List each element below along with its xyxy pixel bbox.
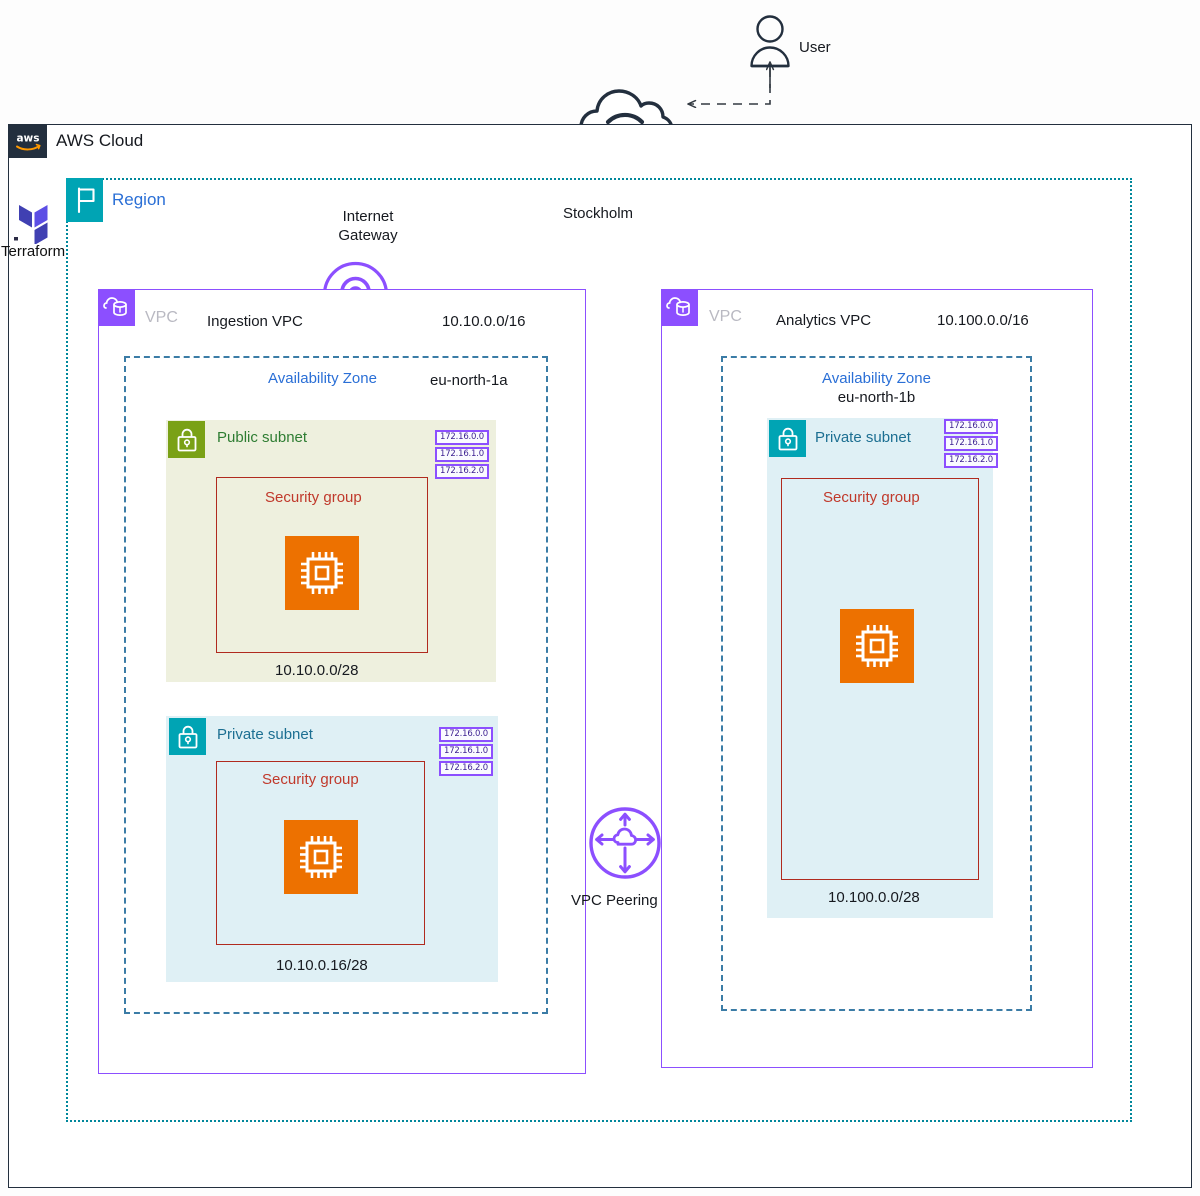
igw-label-line1: Internet xyxy=(342,208,394,225)
security-group-public-boundary xyxy=(216,477,428,653)
security-group-analytics-boundary xyxy=(781,478,979,880)
lock-icon-green xyxy=(168,421,205,458)
svg-text:aws: aws xyxy=(16,133,39,145)
vpc-peering-icon xyxy=(588,806,662,880)
lock-icon-teal xyxy=(169,718,206,755)
route-table-chip: 172.16.2.0 xyxy=(435,463,489,479)
route-table-chip: 172.16.2.0 xyxy=(439,760,493,776)
vpc-icon xyxy=(98,289,135,326)
availability-zone-1a-name: eu-north-1a xyxy=(430,372,508,389)
terraform-label: Terraform xyxy=(1,243,66,260)
ec2-instance-icon xyxy=(840,609,914,683)
availability-zone-1b-boundary xyxy=(721,356,1032,1011)
ec2-instance-icon xyxy=(284,820,358,894)
ec2-instance-icon xyxy=(285,536,359,610)
route-table-chip: 172.16.1.0 xyxy=(944,435,998,451)
private-subnet-analytics-cidr: 10.100.0.0/28 xyxy=(828,889,920,906)
availability-zone-1b-name: eu-north-1b xyxy=(837,389,916,406)
security-group-private-ingestion-label: Security group xyxy=(262,771,359,788)
region-flag-icon xyxy=(66,178,103,222)
edge-user-to-internet xyxy=(688,68,771,104)
security-group-analytics-label: Security group xyxy=(823,489,920,506)
availability-zone-1a-label: Availability Zone xyxy=(268,370,377,387)
vpc-name-ingestion: Ingestion VPC xyxy=(207,313,303,330)
route-table-list-private-ingestion: 172.16.0.0 172.16.1.0 172.16.2.0 xyxy=(439,727,493,776)
availability-zone-1b-label: Availability Zone xyxy=(822,370,931,387)
public-subnet-cidr: 10.10.0.0/28 xyxy=(275,662,359,679)
route-table-chip: 172.16.1.0 xyxy=(435,446,489,462)
aws-logo-icon: aws xyxy=(8,124,47,158)
private-subnet-ingestion-title: Private subnet xyxy=(217,726,313,743)
private-subnet-ingestion-cidr: 10.10.0.16/28 xyxy=(276,957,368,974)
region-label: Region xyxy=(112,190,166,209)
route-table-chip: 172.16.0.0 xyxy=(435,430,489,445)
region-boundary xyxy=(66,178,1132,1122)
vpc-kind-label: VPC xyxy=(709,308,742,325)
vpc-kind-label: VPC xyxy=(145,309,178,326)
route-table-chip: 172.16.0.0 xyxy=(439,727,493,742)
route-table-chip: 172.16.0.0 xyxy=(944,419,998,434)
user-label: User xyxy=(799,39,831,56)
vpc-peering-label: VPC Peering xyxy=(571,892,658,909)
internet-gateway-label: Internet Gateway xyxy=(322,207,414,245)
security-group-private-ingestion-boundary xyxy=(216,761,425,945)
security-group-public-label: Security group xyxy=(265,489,362,506)
route-table-list-public: 172.16.0.0 172.16.1.0 172.16.2.0 xyxy=(435,430,489,479)
vpc-name-analytics: Analytics VPC xyxy=(776,312,872,329)
terraform-logo-icon xyxy=(12,196,68,245)
availability-zone-1a-boundary xyxy=(124,356,548,1014)
public-subnet-title: Public subnet xyxy=(217,429,308,446)
route-table-chip: 172.16.1.0 xyxy=(439,743,493,759)
region-name: Stockholm xyxy=(563,205,634,222)
private-subnet-analytics-title: Private subnet xyxy=(815,429,911,446)
route-table-chip: 172.16.2.0 xyxy=(944,452,998,468)
route-table-list-private-analytics: 172.16.0.0 172.16.1.0 172.16.2.0 xyxy=(944,419,998,468)
vpc-cidr-analytics: 10.100.0.0/16 xyxy=(937,312,1029,329)
user-icon xyxy=(748,14,792,68)
igw-label-line2: Gateway xyxy=(338,227,398,245)
aws-cloud-label: AWS Cloud xyxy=(56,131,144,150)
vpc-cidr-ingestion: 10.10.0.0/16 xyxy=(442,313,526,330)
vpc-icon xyxy=(661,289,698,326)
lock-icon-teal xyxy=(769,420,806,457)
